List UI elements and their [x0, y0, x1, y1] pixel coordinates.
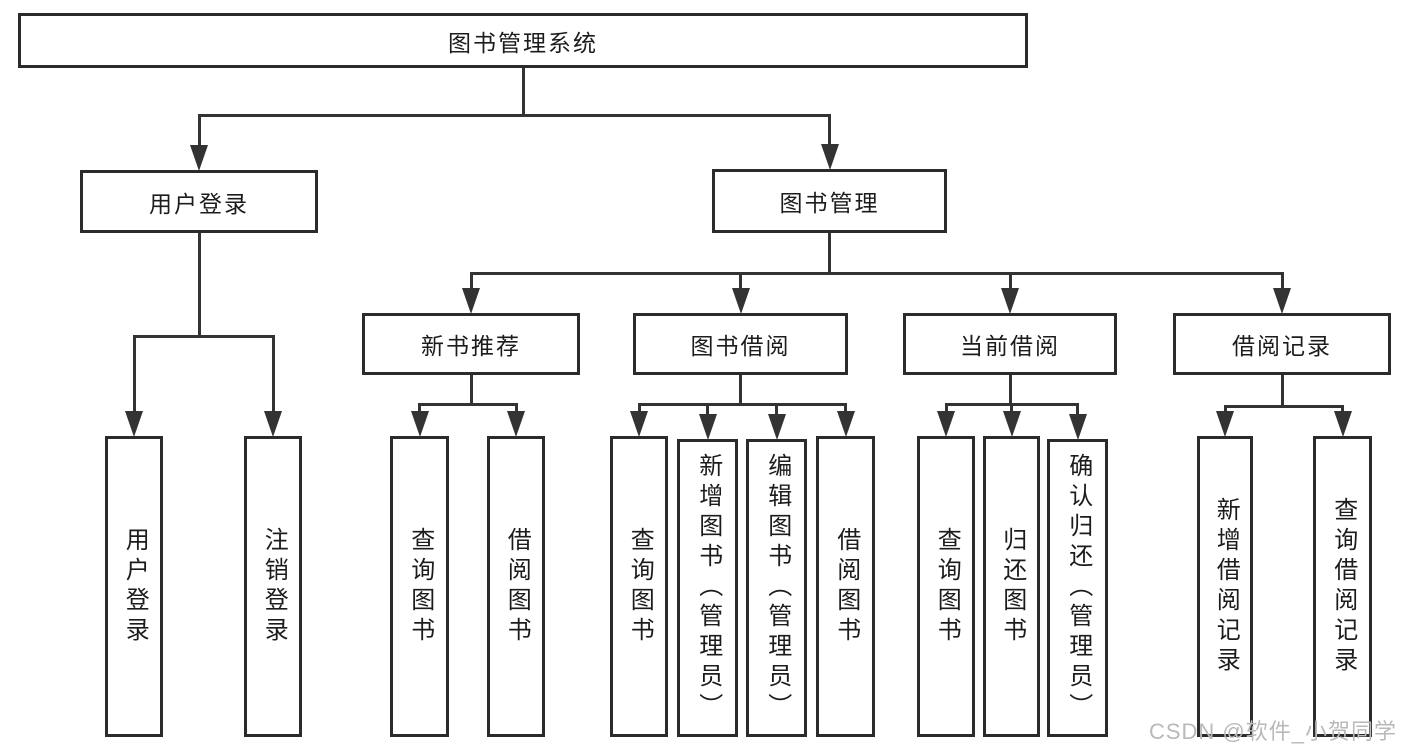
node-label-bb-borrow-book: 借阅图书	[832, 526, 860, 647]
connector-line	[271, 336, 275, 420]
node-bb-edit-book: 编辑图书（管理员）	[746, 439, 807, 737]
arrow-down-icon	[125, 411, 143, 437]
node-label-current-borrow: 当前借阅	[960, 333, 1060, 359]
arrow-down-icon	[410, 411, 429, 437]
arrow-down-icon	[767, 414, 786, 440]
node-leaf-user-login: 用户登录	[105, 436, 163, 737]
node-label-cb-return-book: 归还图书	[998, 526, 1026, 647]
connector-line	[132, 334, 275, 338]
node-new-book-rec: 新书推荐	[362, 313, 580, 375]
connector-line	[828, 115, 831, 153]
arrow-down-icon	[937, 411, 955, 437]
node-nbr-borrow-book: 借阅图书	[487, 436, 545, 737]
node-label-borrow-records: 借阅记录	[1232, 333, 1332, 359]
node-label-leaf-user-login: 用户登录	[121, 526, 149, 647]
connector-line	[1280, 273, 1284, 297]
arrow-down-icon	[462, 288, 480, 314]
watermark: CSDN @软件_小贺同学	[1148, 719, 1397, 744]
arrow-down-icon	[1333, 411, 1352, 437]
node-label-root: 图书管理系统	[448, 29, 598, 56]
connector-line	[469, 271, 1284, 275]
node-nbr-query-book: 查询图书	[390, 436, 449, 737]
node-label-user-login: 用户登录	[149, 190, 249, 217]
arrow-down-icon	[190, 145, 208, 171]
node-label-book-borrow: 图书借阅	[690, 333, 791, 359]
node-cb-return-book: 归还图书	[983, 436, 1040, 737]
arrow-down-icon	[1273, 288, 1291, 314]
node-current-borrow: 当前借阅	[903, 313, 1117, 375]
connector-line	[469, 273, 473, 297]
connector-line	[197, 113, 831, 117]
node-label-nbr-borrow-book: 借阅图书	[503, 526, 531, 647]
connector-line	[637, 402, 847, 406]
node-root: 图书管理系统	[18, 13, 1028, 68]
arrow-down-icon	[698, 414, 717, 440]
arrow-down-icon	[1001, 288, 1019, 314]
connector-line	[197, 115, 201, 154]
arrow-down-icon	[731, 288, 750, 314]
node-user-login: 用户登录	[80, 170, 318, 233]
arrow-down-icon	[1068, 414, 1087, 440]
arrow-down-icon	[1216, 411, 1234, 437]
connector-line	[469, 375, 473, 404]
node-label-book-mgmt: 图书管理	[779, 190, 880, 216]
arrow-down-icon	[264, 411, 282, 437]
connector-line	[1280, 375, 1284, 406]
connector-line	[418, 402, 518, 406]
arrow-down-icon	[630, 411, 648, 437]
node-cb-query-book: 查询图书	[917, 436, 975, 737]
connector-line	[828, 233, 831, 273]
node-cb-confirm-return: 确认归还（管理员）	[1047, 439, 1108, 737]
connector-line	[775, 404, 778, 423]
connector-line	[132, 336, 136, 420]
connector-line	[706, 404, 709, 423]
node-br-query-record: 查询借阅记录	[1313, 436, 1372, 737]
node-label-cb-query-book: 查询图书	[933, 526, 961, 647]
node-book-mgmt: 图书管理	[712, 169, 947, 233]
node-label-nbr-query-book: 查询图书	[406, 526, 434, 647]
connector-line	[1008, 273, 1012, 297]
node-label-new-book-rec: 新书推荐	[421, 333, 521, 359]
connector-line	[1076, 404, 1079, 423]
arrow-down-icon	[1002, 411, 1021, 437]
connector-line	[1008, 375, 1012, 404]
connector-line	[1223, 404, 1344, 408]
node-label-bb-query-book: 查询图书	[626, 526, 654, 647]
node-bb-query-book: 查询图书	[610, 436, 668, 737]
node-label-cb-confirm-return: 确认归还（管理员）	[1064, 453, 1092, 723]
node-borrow-records: 借阅记录	[1173, 313, 1391, 375]
node-book-borrow: 图书借阅	[633, 313, 848, 375]
connector-line	[739, 273, 742, 297]
node-label-br-add-record: 新增借阅记录	[1212, 496, 1240, 677]
node-bb-add-book: 新增图书（管理员）	[677, 439, 738, 737]
connector-line	[739, 375, 742, 404]
connector-line	[521, 68, 525, 115]
arrow-down-icon	[836, 411, 855, 437]
node-label-bb-add-book: 新增图书（管理员）	[694, 453, 722, 723]
node-label-br-query-record: 查询借阅记录	[1329, 496, 1357, 677]
arrow-down-icon	[820, 144, 839, 170]
node-label-leaf-logout: 注销登录	[260, 526, 288, 647]
node-br-add-record: 新增借阅记录	[1197, 436, 1253, 737]
connector-line	[197, 233, 201, 336]
arrow-down-icon	[507, 411, 525, 437]
node-leaf-logout: 注销登录	[244, 436, 302, 737]
node-bb-borrow-book: 借阅图书	[816, 436, 875, 737]
node-label-bb-edit-book: 编辑图书（管理员）	[763, 453, 791, 723]
